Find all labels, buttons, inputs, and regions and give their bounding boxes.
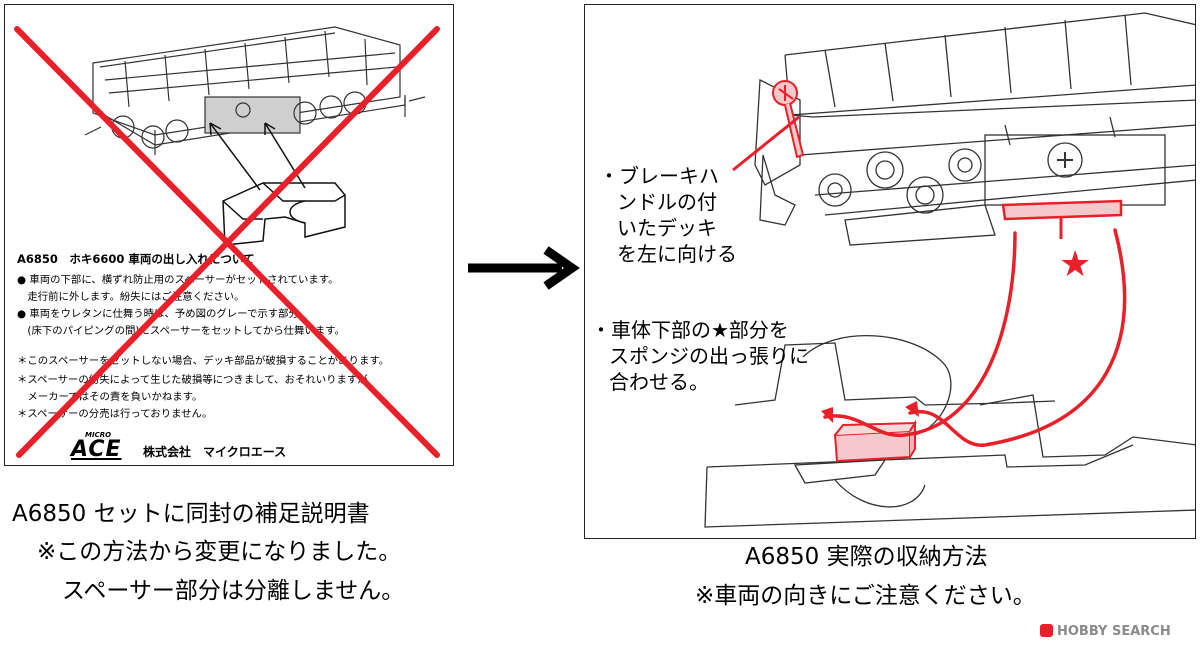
hobby-search-watermark: HOBBY SEARCH xyxy=(1040,624,1171,639)
notice-line: ＊このスペーサーをセットしない場合、デッキ部品が破損することがあります。 xyxy=(17,355,390,367)
original-instruction-sheet: A6850 ホキ6600 車両の出し入れについて ● 車両の下部に、横ずれ防止用… xyxy=(4,4,454,466)
right-arrow-icon xyxy=(468,246,580,290)
right-caption-line1: A6850 実際の収納方法 xyxy=(745,544,988,570)
hopper-car-drawing-new xyxy=(704,12,1195,528)
actual-storage-diagram: ★ ・ブレーキハ ンドルの付 いたデッキ を左に向ける ・車体下部の★部分を ス… xyxy=(584,4,1196,539)
notice-line: 走行前に外します。紛失にはご注意ください。 xyxy=(17,291,245,303)
right-caption-line2: ※車両の向きにご注意ください。 xyxy=(695,583,1036,609)
notice-line: (床下のパイピングの間)にスペーサーをセットしてから仕舞います。 xyxy=(17,325,345,337)
notice-line: ＊スペーサーの紛失によって生じた破損等につきまして、おそれいりますが xyxy=(17,374,368,386)
star-note: ・車体下部の★部分を スポンジの出っ張りに 合わせる。 xyxy=(591,318,809,394)
left-caption-line3: スペーサー部分は分離しません。 xyxy=(62,578,405,604)
left-caption-line1: A6850 セットに同封の補足説明書 xyxy=(12,501,370,527)
notice-line: メーカーではその責を負いかねます。 xyxy=(17,391,203,403)
red-cross-mark-icon xyxy=(14,26,440,458)
notice-line: ＊スペーサーの分売は行っておりません。 xyxy=(17,408,213,420)
star-mark-icon: ★ xyxy=(1059,244,1092,285)
watermark-logo-icon xyxy=(1040,624,1053,637)
company-name: 株式会社 マイクロエース xyxy=(143,445,287,459)
brake-note: ・ブレーキハ ンドルの付 いたデッキ を左に向ける xyxy=(599,164,737,266)
microace-logo: MICRO ACE xyxy=(71,431,122,462)
left-caption-line2: ※この方法から変更になりました。 xyxy=(37,539,402,565)
notice-line: ● 車両の下部に、横ずれ防止用のスペーサーがセットされています。 xyxy=(17,274,339,286)
notice-title: A6850 ホキ6600 車両の出し入れについて xyxy=(17,252,255,266)
